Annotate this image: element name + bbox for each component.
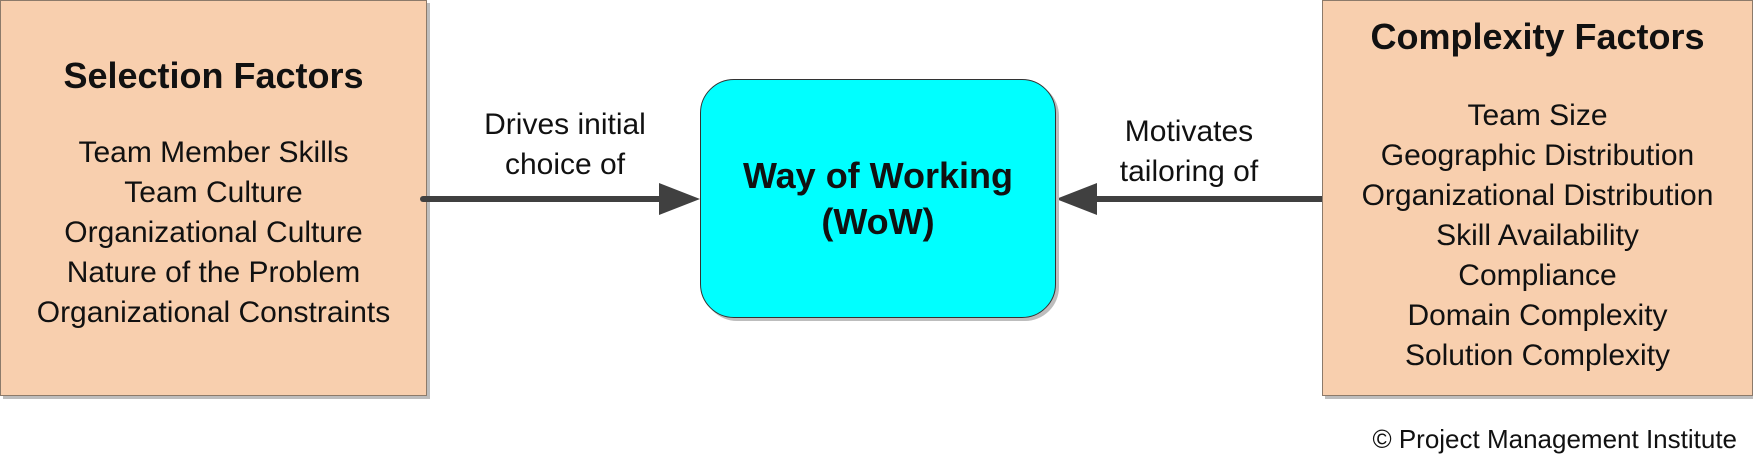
complexity-factor-item: Solution Complexity <box>1404 339 1671 372</box>
complexity-factor-item: Team Size <box>1467 99 1608 132</box>
selection-factor-item: Team Culture <box>124 176 303 209</box>
selection-factor-item: Organizational Culture <box>64 216 363 249</box>
right-arrow-label-line: tailoring of <box>1119 155 1259 188</box>
wow-abbreviation: (WoW) <box>821 200 935 242</box>
selection-factors-list: Team Member Skills Team Culture Organiza… <box>1 133 426 333</box>
right-arrow <box>1056 183 1325 215</box>
left-arrow-label-line: choice of <box>504 148 626 181</box>
complexity-factors-box: Complexity Factors Team Size Geographic … <box>1322 0 1753 396</box>
selection-factor-item: Nature of the Problem <box>66 256 361 289</box>
way-of-working-title: Way of Working <box>743 154 1013 196</box>
complexity-factor-item: Skill Availability <box>1436 219 1639 252</box>
motivates-tailoring-label: Motivates tailoring of <box>1098 112 1280 192</box>
complexity-factor-item: Geographic Distribution <box>1380 139 1695 172</box>
right-arrow-label-line: Motivates <box>1124 115 1254 148</box>
complexity-factor-item: Compliance <box>1458 259 1617 292</box>
right-arrowhead <box>1056 183 1097 215</box>
complexity-factor-item: Domain Complexity <box>1407 299 1668 332</box>
complexity-factor-item: Organizational Distribution <box>1361 179 1714 212</box>
way-of-working-box: Way of Working (WoW) <box>700 79 1056 318</box>
complexity-factors-list: Team Size Geographic Distribution Organi… <box>1323 96 1752 376</box>
left-arrow-label-line: Drives initial <box>484 108 646 141</box>
left-arrowhead <box>659 183 700 215</box>
selection-factors-title: Selection Factors <box>63 55 364 96</box>
copyright-notice: © Project Management Institute <box>1372 424 1737 454</box>
selection-factors-box: Selection Factors Team Member Skills Tea… <box>0 0 427 396</box>
selection-factor-item: Team Member Skills <box>78 136 349 169</box>
selection-factor-item: Organizational Constraints <box>36 296 391 329</box>
complexity-factors-title: Complexity Factors <box>1370 16 1705 57</box>
left-arrow <box>420 183 700 215</box>
drives-initial-choice-label: Drives initial choice of <box>458 105 672 185</box>
